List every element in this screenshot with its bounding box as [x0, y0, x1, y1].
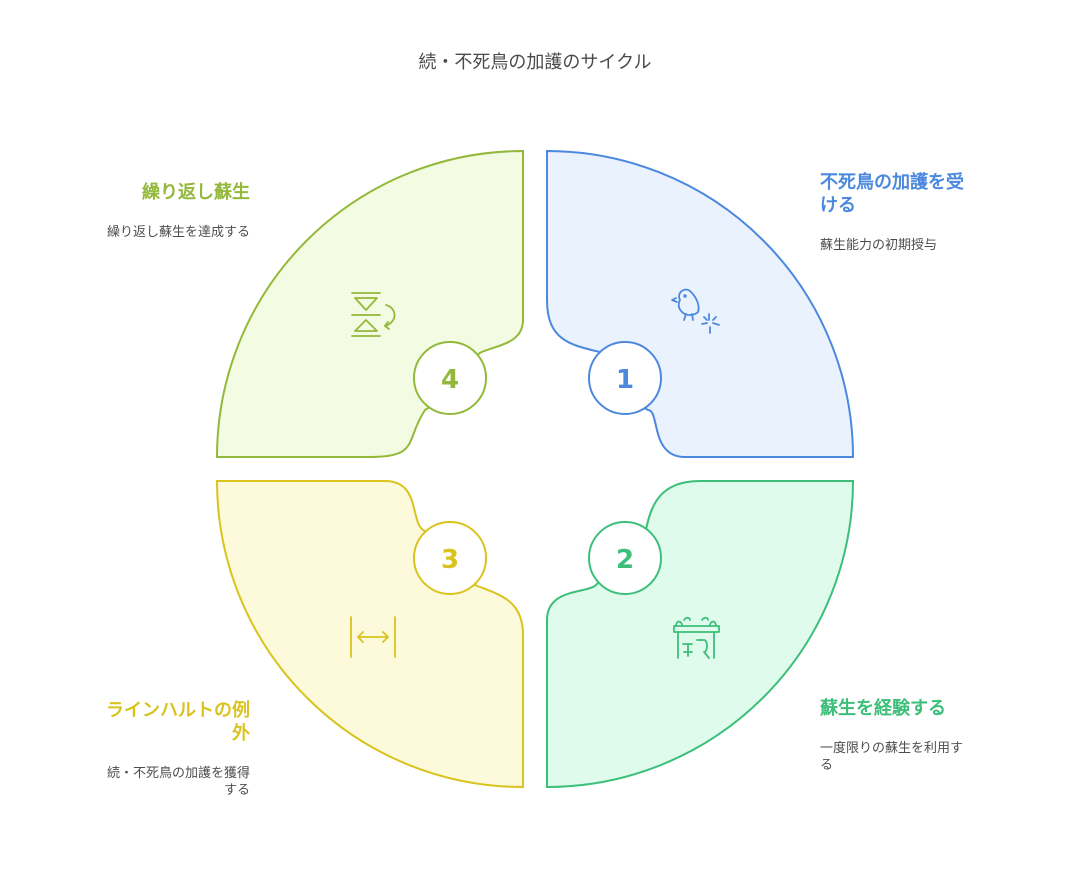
step-4-heading: 繰り返し蘇生: [142, 182, 250, 203]
step-3-label: ラインハルトの例外 続・不死鳥の加護を獲得する: [100, 699, 250, 799]
step-1-label: 不死鳥の加護を受ける 蘇生能力の初期授与: [820, 171, 970, 254]
step-4-description: 繰り返し蘇生を達成する: [106, 225, 250, 240]
step-2-label: 蘇生を経験する 一度限りの蘇生を利用する: [820, 697, 965, 774]
step-2-description: 一度限りの蘇生を利用する: [820, 741, 964, 773]
step-3-heading: ラインハルトの例外: [106, 700, 250, 744]
step-2-number: 2: [616, 545, 634, 575]
width-arrows-icon: [350, 616, 396, 658]
grave-icon: [673, 616, 720, 659]
hourglass-cycle-icon: [351, 292, 396, 337]
step-1-circle: [588, 341, 662, 415]
step-1-number: 1: [616, 365, 634, 395]
quadrant-3: [215, 480, 524, 789]
step-3-description: 続・不死鳥の加護を獲得する: [106, 766, 250, 798]
quadrant-2: [546, 480, 855, 789]
bird-icon: [671, 288, 720, 334]
quadrant-1: [546, 149, 855, 458]
step-3-circle: [413, 521, 487, 595]
step-1-heading: 不死鳥の加護を受ける: [820, 172, 964, 216]
step-1-description: 蘇生能力の初期授与: [820, 238, 938, 253]
step-3-number: 3: [441, 545, 459, 575]
step-2-heading: 蘇生を経験する: [820, 698, 946, 719]
step-4-number: 4: [441, 365, 459, 395]
diagram-title: 続・不死鳥の加護のサイクル: [418, 52, 652, 73]
step-4-label: 繰り返し蘇生 繰り返し蘇生を達成する: [100, 181, 250, 241]
step-4-circle: [413, 341, 487, 415]
quadrant-4: [215, 149, 524, 458]
step-2-circle: [588, 521, 662, 595]
